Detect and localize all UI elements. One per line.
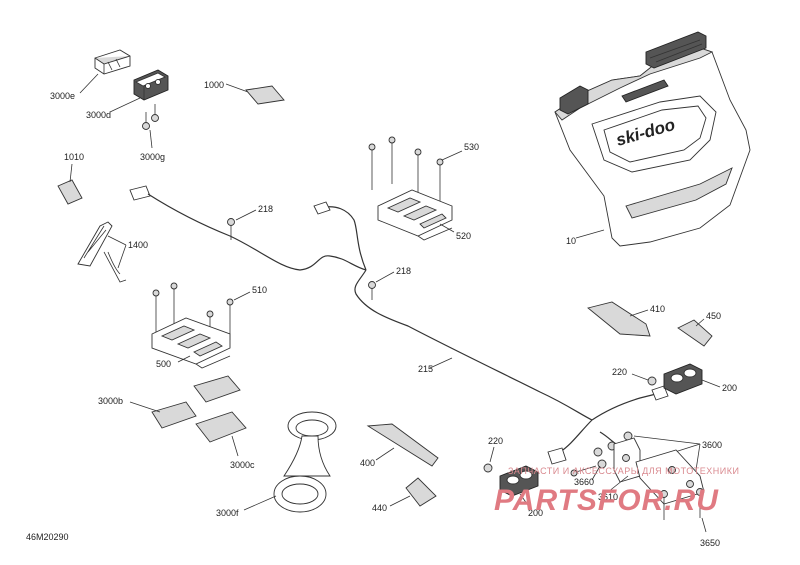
- watermark-site: PARTSFOR.RU: [494, 484, 719, 517]
- leader-3000f: [243, 495, 277, 511]
- leader-220b: [489, 446, 495, 463]
- callout-200a: 200: [722, 383, 737, 393]
- callout-520: 520: [456, 231, 471, 241]
- callout-410: 410: [650, 304, 665, 314]
- leader-218b: [375, 271, 395, 283]
- part-440-reflector: [405, 477, 437, 507]
- leader-3000c: [231, 435, 239, 457]
- part-10-rear-panel: [554, 31, 751, 247]
- callout-1010: 1010: [64, 152, 84, 162]
- part-3000b-pads: [151, 375, 241, 429]
- callout-3600: 3600: [702, 440, 722, 450]
- leader-220a: [631, 373, 649, 381]
- part-200a-lamp: [663, 363, 703, 395]
- leader-200b: [519, 493, 531, 509]
- leader-510: [233, 291, 251, 301]
- diagram-code: 46M20290: [26, 532, 69, 542]
- leader-520: [439, 223, 455, 233]
- leader-400: [375, 447, 395, 461]
- leader-218a: [235, 209, 257, 221]
- leader-1000: [225, 83, 249, 93]
- leader-10: [575, 229, 605, 239]
- callout-3000b: 3000b: [98, 396, 123, 406]
- callout-200b: 200: [528, 508, 543, 518]
- part-450-reflector: [677, 319, 713, 347]
- part-3000c-pad: [195, 411, 247, 443]
- part-3660-screws: [570, 465, 597, 477]
- callout-1000: 1000: [204, 80, 224, 90]
- leader-215: [429, 357, 453, 369]
- leader-3600a: [633, 435, 701, 445]
- leader-450: [695, 318, 705, 327]
- part-220a-nut: [647, 376, 657, 386]
- leader-3660: [591, 465, 601, 481]
- part-500-bracket: [151, 317, 231, 369]
- part-410-reflector: [587, 301, 651, 337]
- part-3000e-clip: [94, 49, 131, 75]
- callout-220a: 220: [612, 367, 627, 377]
- leader-440: [389, 495, 411, 507]
- callout-400: 400: [360, 458, 375, 468]
- callout-218b: 218: [396, 266, 411, 276]
- leader-3000e: [79, 73, 99, 94]
- callout-510: 510: [252, 285, 267, 295]
- callout-215: 215: [418, 364, 433, 374]
- part-215-harness: [129, 185, 669, 465]
- leader-3000b: [129, 401, 161, 413]
- part-220b-nut: [483, 463, 493, 473]
- part-400-reflector: [366, 423, 439, 467]
- part-218a-clip: [227, 218, 235, 240]
- part-3610-bracket: [613, 437, 705, 505]
- part-3650-bolts: [660, 488, 704, 520]
- leader-200a: [701, 379, 721, 388]
- callout-1400: 1400: [128, 240, 148, 250]
- leader-3610: [607, 475, 629, 493]
- callout-3000e: 3000e: [50, 91, 75, 101]
- callout-500: 500: [156, 359, 171, 369]
- callout-218a: 218: [258, 204, 273, 214]
- part-3000g-nuts: [142, 104, 159, 130]
- leader-410: [629, 309, 649, 317]
- callout-3650: 3650: [700, 538, 720, 548]
- callout-450: 450: [706, 311, 721, 321]
- callout-3000g: 3000g: [140, 152, 165, 162]
- callout-3000f: 3000f: [216, 508, 239, 518]
- callout-220b: 220: [488, 436, 503, 446]
- leader-530: [441, 150, 463, 161]
- leader-3650: [701, 517, 707, 533]
- part-1010-decal: [57, 179, 83, 205]
- part-3000f-strap: [273, 411, 337, 513]
- callout-440: 440: [372, 503, 387, 513]
- leader-3000g: [149, 129, 153, 149]
- part-3000d-bracket: [133, 69, 169, 101]
- watermark: ЗАПЧАСТИ И АКСЕССУАРЫ ДЛЯ МОТОТЕХНИКИ PA…: [494, 466, 739, 517]
- leader-3600c: [695, 443, 701, 471]
- leader-1400a: [107, 235, 127, 246]
- watermark-tagline: ЗАПЧАСТИ И АКСЕССУАРЫ ДЛЯ МОТОТЕХНИКИ: [508, 466, 739, 476]
- callout-530: 530: [464, 142, 479, 152]
- leader-3000d: [109, 97, 141, 113]
- callout-3000d: 3000d: [86, 110, 111, 120]
- callout-3000c: 3000c: [230, 460, 255, 470]
- part-1000-decal: [245, 85, 285, 105]
- leader-1010: [69, 163, 73, 183]
- callout-3660: 3660: [574, 477, 594, 487]
- part-200b-lamp: [499, 465, 539, 497]
- callout-3610: 3610: [598, 492, 618, 502]
- leader-1400b: [117, 244, 127, 269]
- callout-10: 10: [566, 236, 576, 246]
- leader-500: [177, 355, 191, 363]
- part-218b-clip: [368, 281, 376, 300]
- part-530-screws: [368, 136, 444, 206]
- part-520-bracket: [377, 189, 453, 241]
- part-1400-pin: [77, 221, 127, 283]
